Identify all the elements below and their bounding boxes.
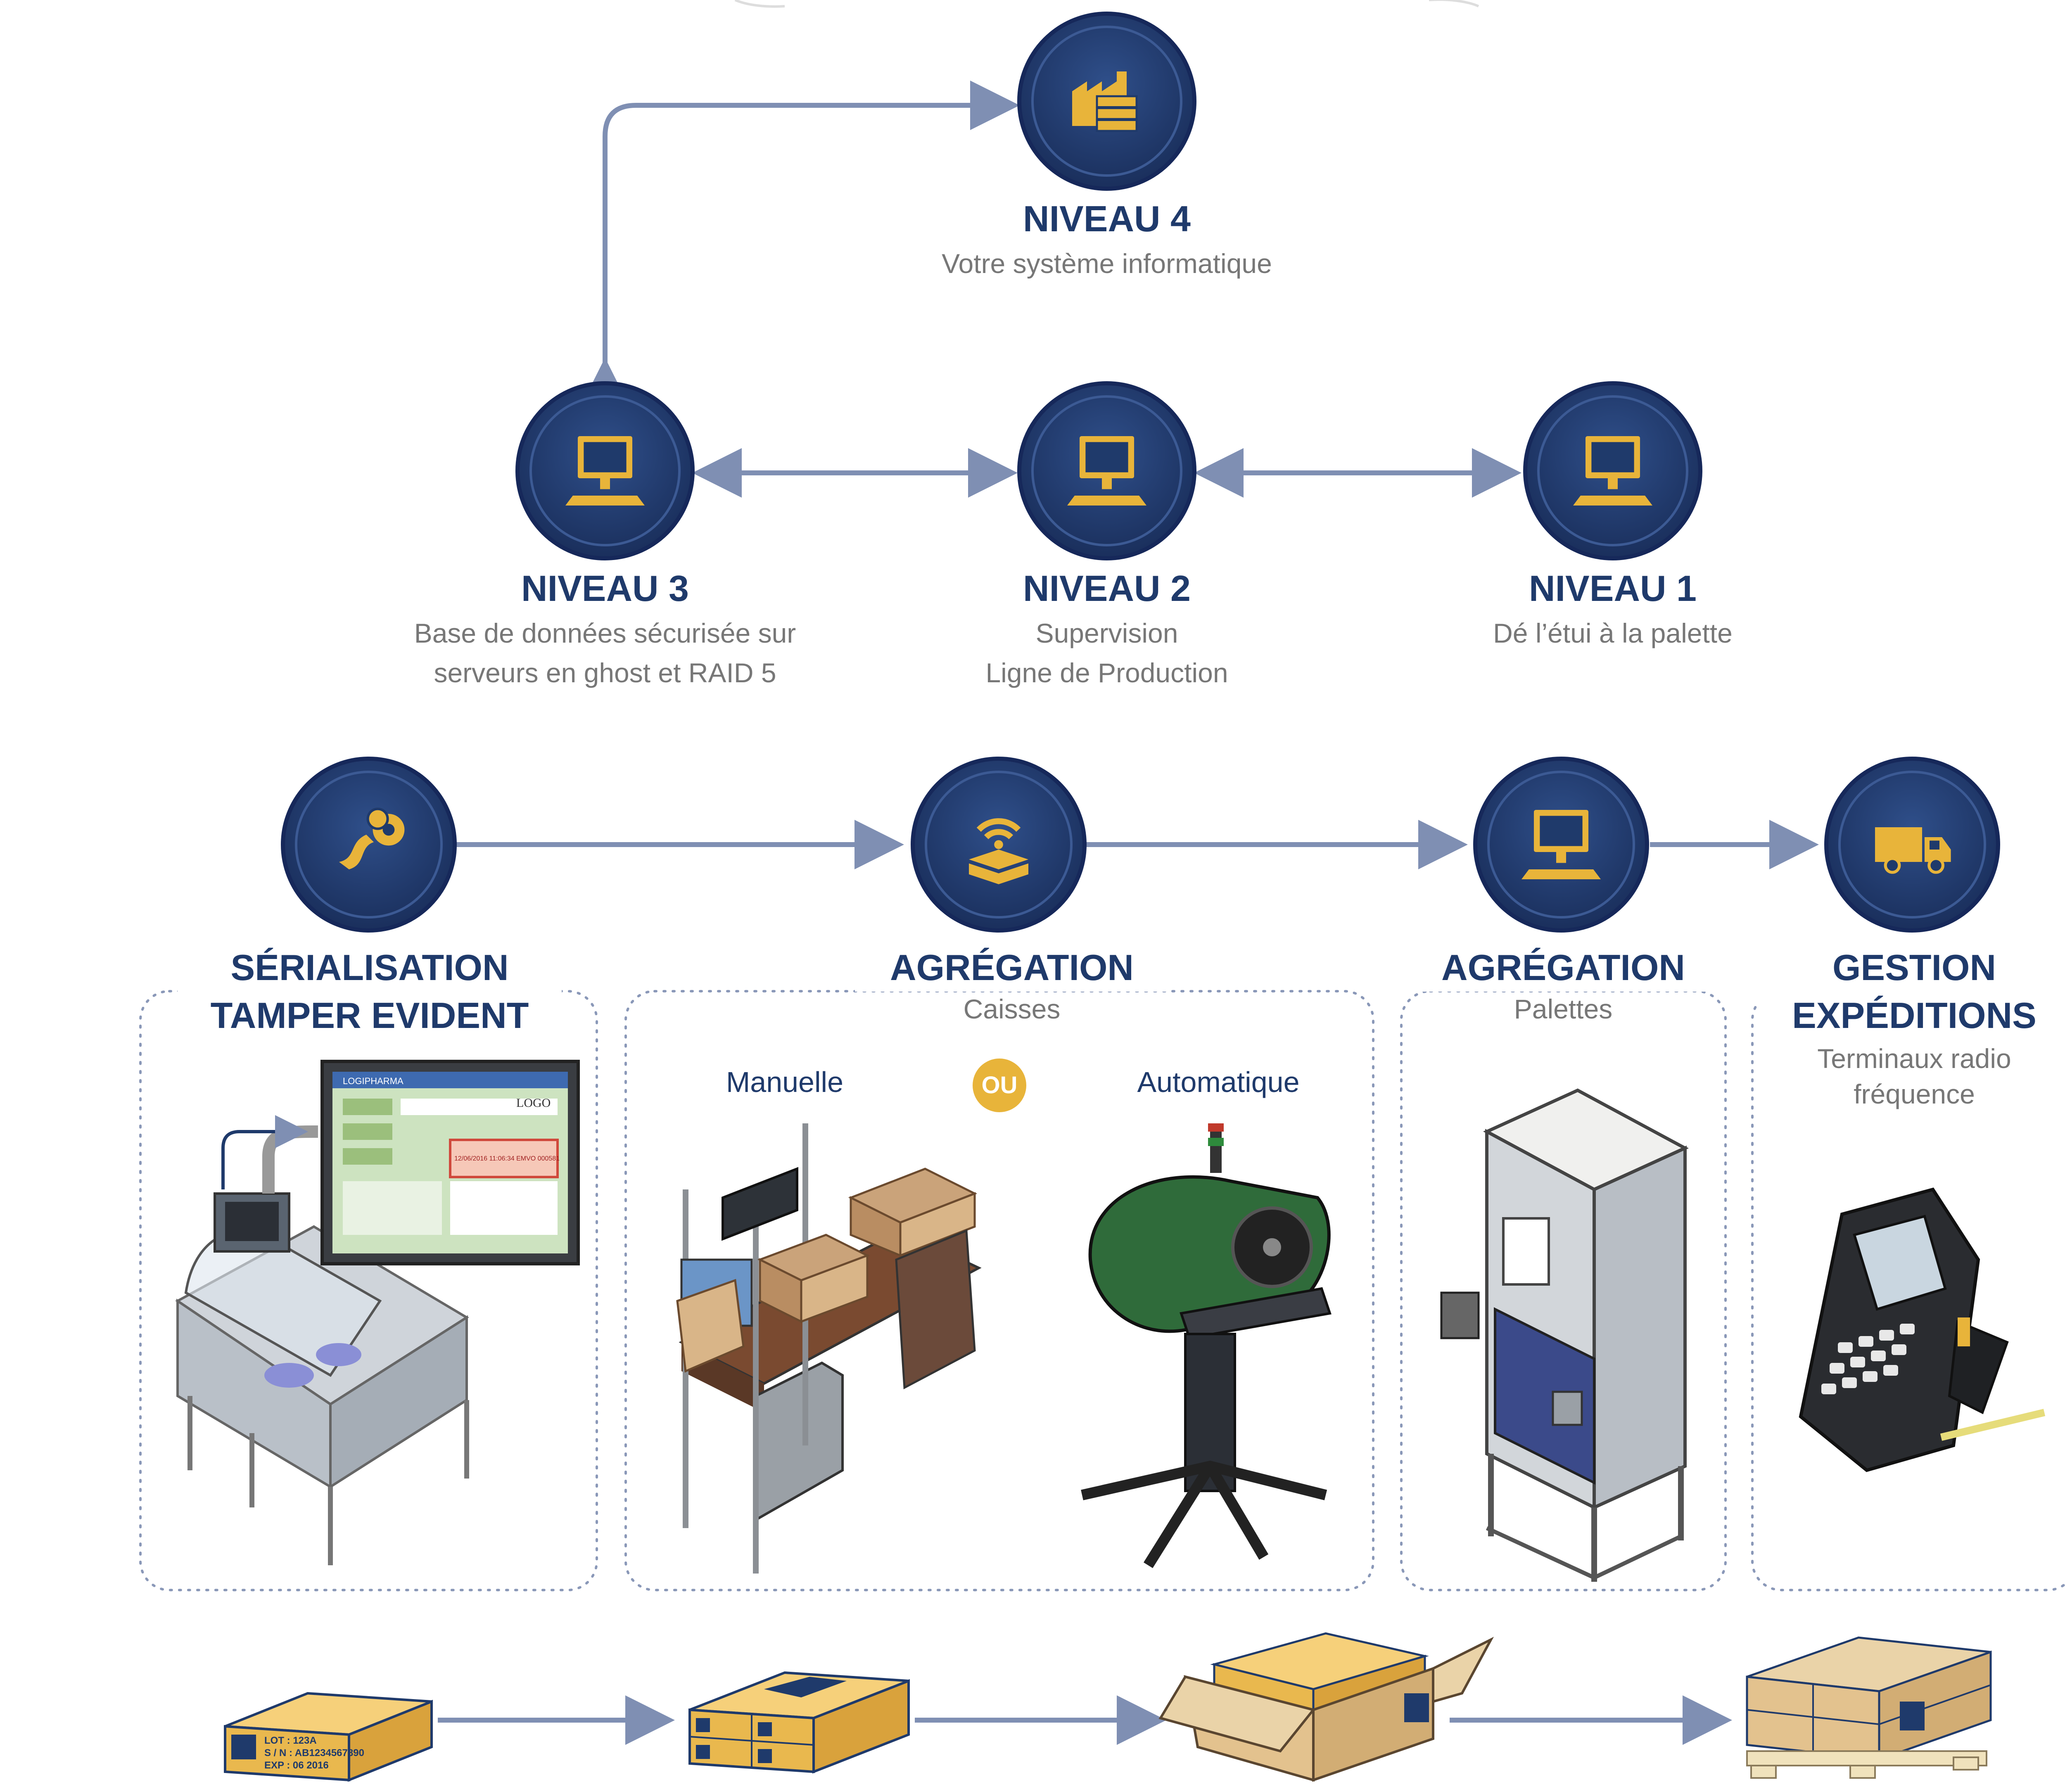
aggregation-pallets-title: AGRÉGATION — [1417, 944, 1710, 992]
or-badge: OU — [973, 1059, 1026, 1112]
screen-status-text: 12/06/2016 11:06:34 EMVO 000581 — [454, 1155, 560, 1162]
niveau4-subtitle: Votre système informatique — [859, 244, 1355, 283]
niveau1-node — [1523, 381, 1702, 560]
shipping-sub-line-1: Terminaux radio — [1817, 1043, 2011, 1074]
manual-label: Manuelle — [726, 1066, 844, 1098]
screen-logo-text: LOGO — [516, 1096, 551, 1110]
aggregation-pallets-node — [1473, 757, 1649, 933]
serialisation-title-line-2: TAMPER EVIDENT — [210, 995, 529, 1036]
single-box-illustration — [224, 1692, 433, 1782]
niveau2-line-2: Ligne de Production — [985, 657, 1228, 688]
aggregation-cases-subtitle: Caisses — [963, 994, 1061, 1024]
niveau2-title: NIVEAU 2 — [1023, 568, 1191, 609]
serialisation-node — [281, 757, 457, 933]
aggregation-cases-title: AGRÉGATION — [855, 944, 1169, 992]
serialisation-title: SÉRIALISATION TAMPER EVIDENT — [178, 944, 562, 1040]
niveau3-line-2: serveurs en ghost et RAID 5 — [434, 657, 776, 688]
case-illustration — [1158, 1632, 1494, 1782]
panel-aggregation-pallets — [1400, 990, 1727, 1591]
niveau1-subtitle: Dé l’étui à la palette — [1365, 613, 1861, 653]
niveau3-node — [515, 381, 695, 560]
niveau3-line-1: Base de données sécurisée sur — [414, 618, 796, 648]
shipping-sub-line-2: fréquence — [1854, 1079, 1975, 1109]
box-label-sn: S / N : AB1234567890 — [264, 1747, 364, 1759]
pallet-cabinet-illustration — [1440, 1088, 1689, 1582]
niveau3-title: NIVEAU 3 — [521, 568, 689, 609]
niveau4-line-1: Votre système informatique — [942, 248, 1272, 279]
rf-terminal-illustration — [1799, 1187, 2046, 1472]
niveau3-subtitle: Base de données sécurisée sur serveurs e… — [357, 613, 853, 693]
box-label-lot: LOT : 123A — [264, 1735, 317, 1746]
serialisation-machine-illustration — [175, 1060, 580, 1565]
aggregation-pallets-subtitle: Palettes — [1514, 994, 1613, 1024]
pallet-illustration — [1746, 1636, 1992, 1779]
automatic-machine-illustration — [1081, 1123, 1332, 1568]
niveau2-subtitle: Supervision Ligne de Production — [859, 613, 1355, 693]
shipping-title: GESTION EXPÉDITIONS — [1757, 944, 2065, 1040]
niveau4-title: NIVEAU 4 — [1023, 198, 1191, 239]
shipping-node — [1824, 757, 2000, 933]
niveau4-node — [1017, 12, 1196, 191]
shipping-title-line-1: GESTION — [1832, 947, 1996, 988]
panel-shipping — [1751, 990, 2065, 1591]
box-label-exp: EXP : 06 2016 — [264, 1760, 329, 1771]
shipping-subtitle: Terminaux radio fréquence — [1755, 1041, 2065, 1112]
manual-workstation-illustration — [676, 1123, 982, 1574]
automatic-label: Automatique — [1137, 1066, 1300, 1098]
screen-app-name: LOGIPHARMA — [343, 1076, 404, 1086]
aggregation-cases-node — [911, 757, 1087, 933]
shipping-title-line-2: EXPÉDITIONS — [1792, 995, 2037, 1036]
bundle-illustration — [688, 1671, 910, 1774]
niveau1-title: NIVEAU 1 — [1529, 568, 1697, 609]
arrow-niveau3-to-niveau4 — [580, 81, 1020, 407]
serialisation-title-line-1: SÉRIALISATION — [230, 947, 509, 988]
niveau2-node — [1017, 381, 1196, 560]
niveau1-line-1: Dé l’étui à la palette — [1493, 618, 1733, 648]
niveau2-line-1: Supervision — [1035, 618, 1178, 648]
